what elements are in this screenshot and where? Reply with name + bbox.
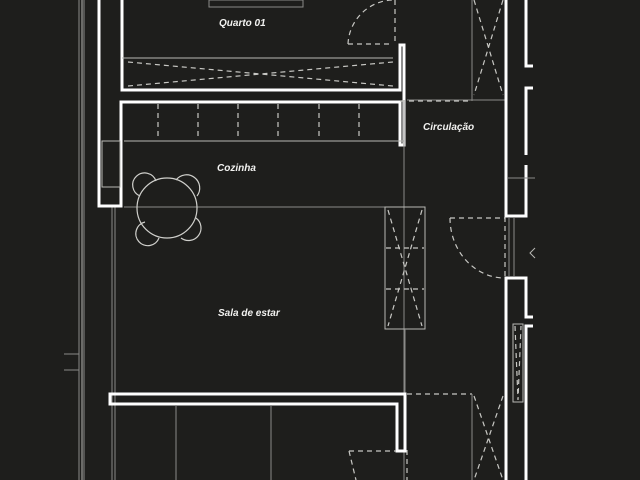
kitchen-counter [101,100,405,480]
living-room-walls [108,392,504,480]
bedroom-walls [97,0,406,208]
room-label-sala-de-estar: Sala de estar [218,308,280,319]
room-label-quarto-01: Quarto 01 [219,18,266,29]
circulation-walls [400,0,536,480]
dining-table-icon [132,172,202,247]
room-label-cozinha: Cozinha [217,163,256,174]
storage-cabinet [384,206,426,395]
exterior-facade-lines [64,0,116,480]
room-label-circulacao: Circulação [423,122,475,133]
